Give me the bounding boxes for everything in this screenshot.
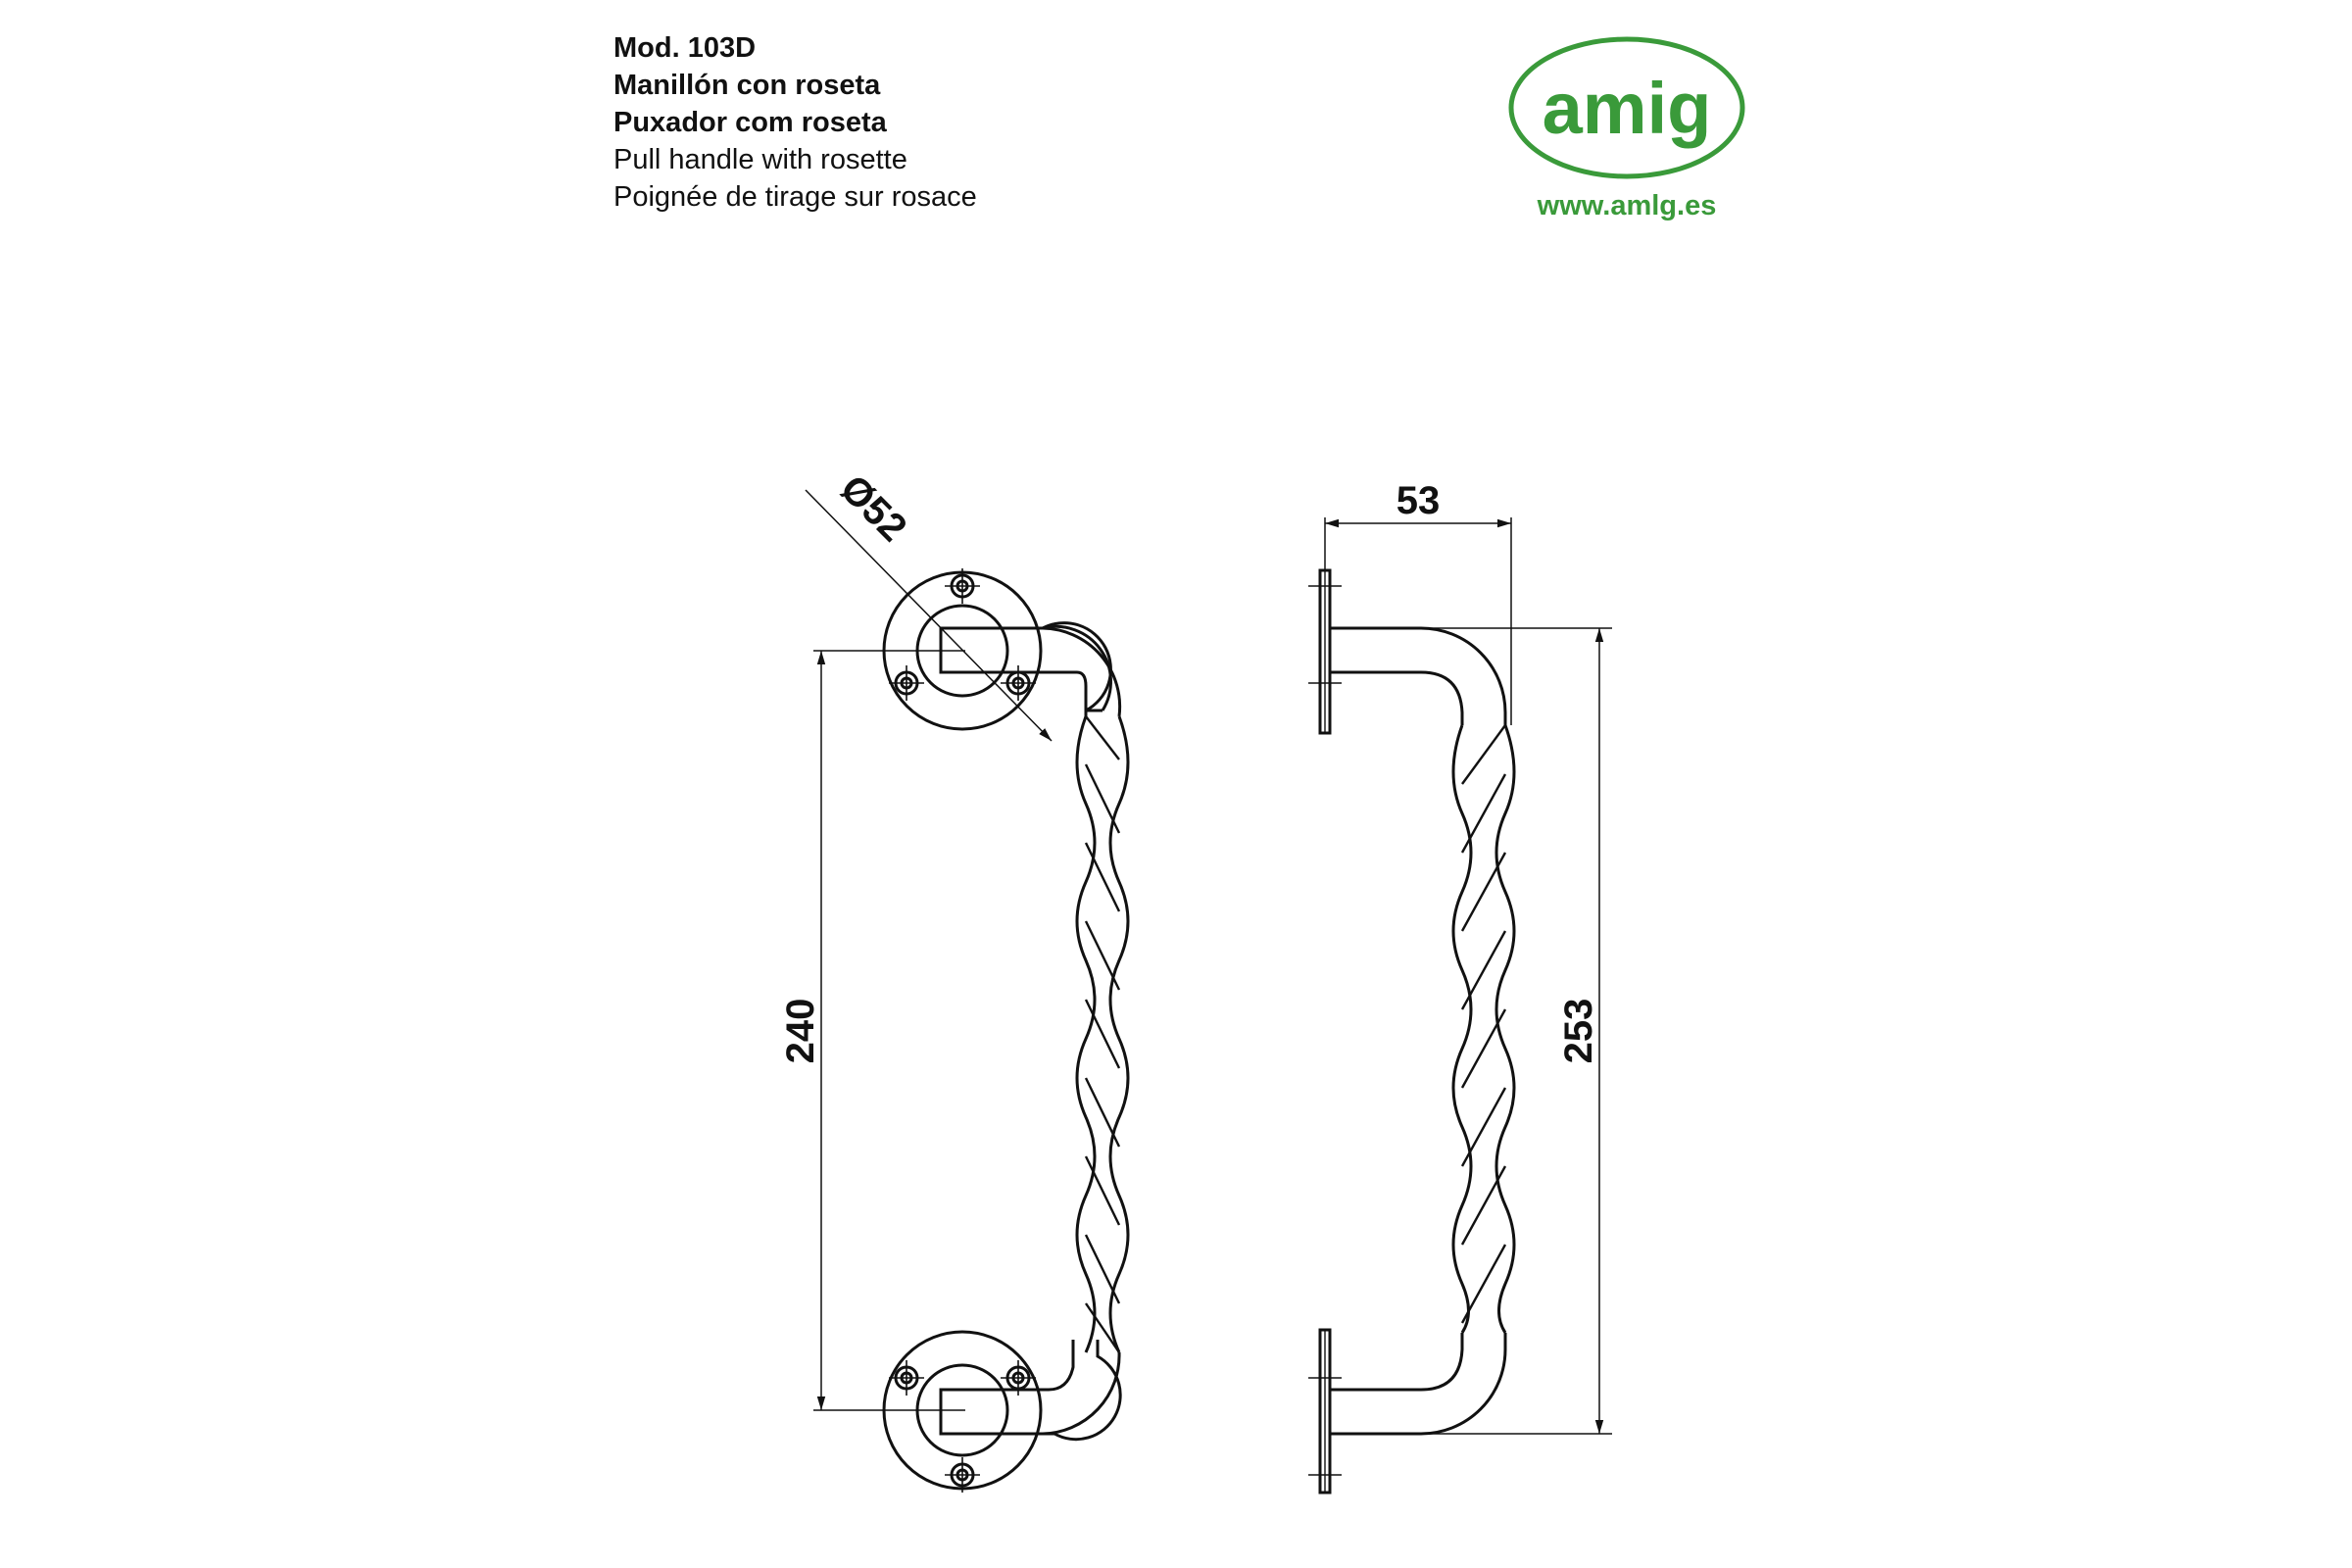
handle-outline: [939, 621, 1112, 713]
front-view: [882, 568, 1130, 1493]
title-block: Mod. 103D Manillón con roseta Puxador co…: [613, 29, 1495, 216]
twisted-bar: [1075, 715, 1130, 1353]
diameter-label: Ø52: [832, 467, 915, 551]
side-twisted-bar: [1451, 724, 1516, 1334]
product-name-en: Pull handle with rosette: [613, 144, 907, 175]
product-name-pt: Puxador com roseta: [613, 107, 887, 138]
diameter-leader: [805, 489, 1053, 742]
side-dimensions: [1324, 517, 1612, 1435]
front-dimensions: [805, 489, 1053, 1411]
side-handle-bottom: [1330, 1333, 1507, 1436]
side-view: [1308, 568, 1516, 1494]
dimension-240-label: 240: [779, 999, 822, 1064]
handle-outline-bottom: [939, 1340, 1122, 1442]
bottom-rosette: [882, 1330, 1043, 1493]
dimension-53-label: 53: [1396, 479, 1441, 522]
logo-wordmark: amig: [1543, 68, 1712, 149]
model-number: Mod. 103D: [613, 32, 757, 64]
website-url[interactable]: www.amlg.es: [1537, 190, 1717, 221]
side-handle-top: [1330, 626, 1507, 725]
logo-ellipse: [1508, 36, 1745, 179]
dimension-253-label: 253: [1557, 999, 1600, 1064]
product-name-fr: Poignée de tirage sur rosace: [613, 181, 977, 213]
amig-logo: amig: [1508, 36, 1745, 179]
product-name-es: Manillón con roseta: [613, 70, 881, 101]
